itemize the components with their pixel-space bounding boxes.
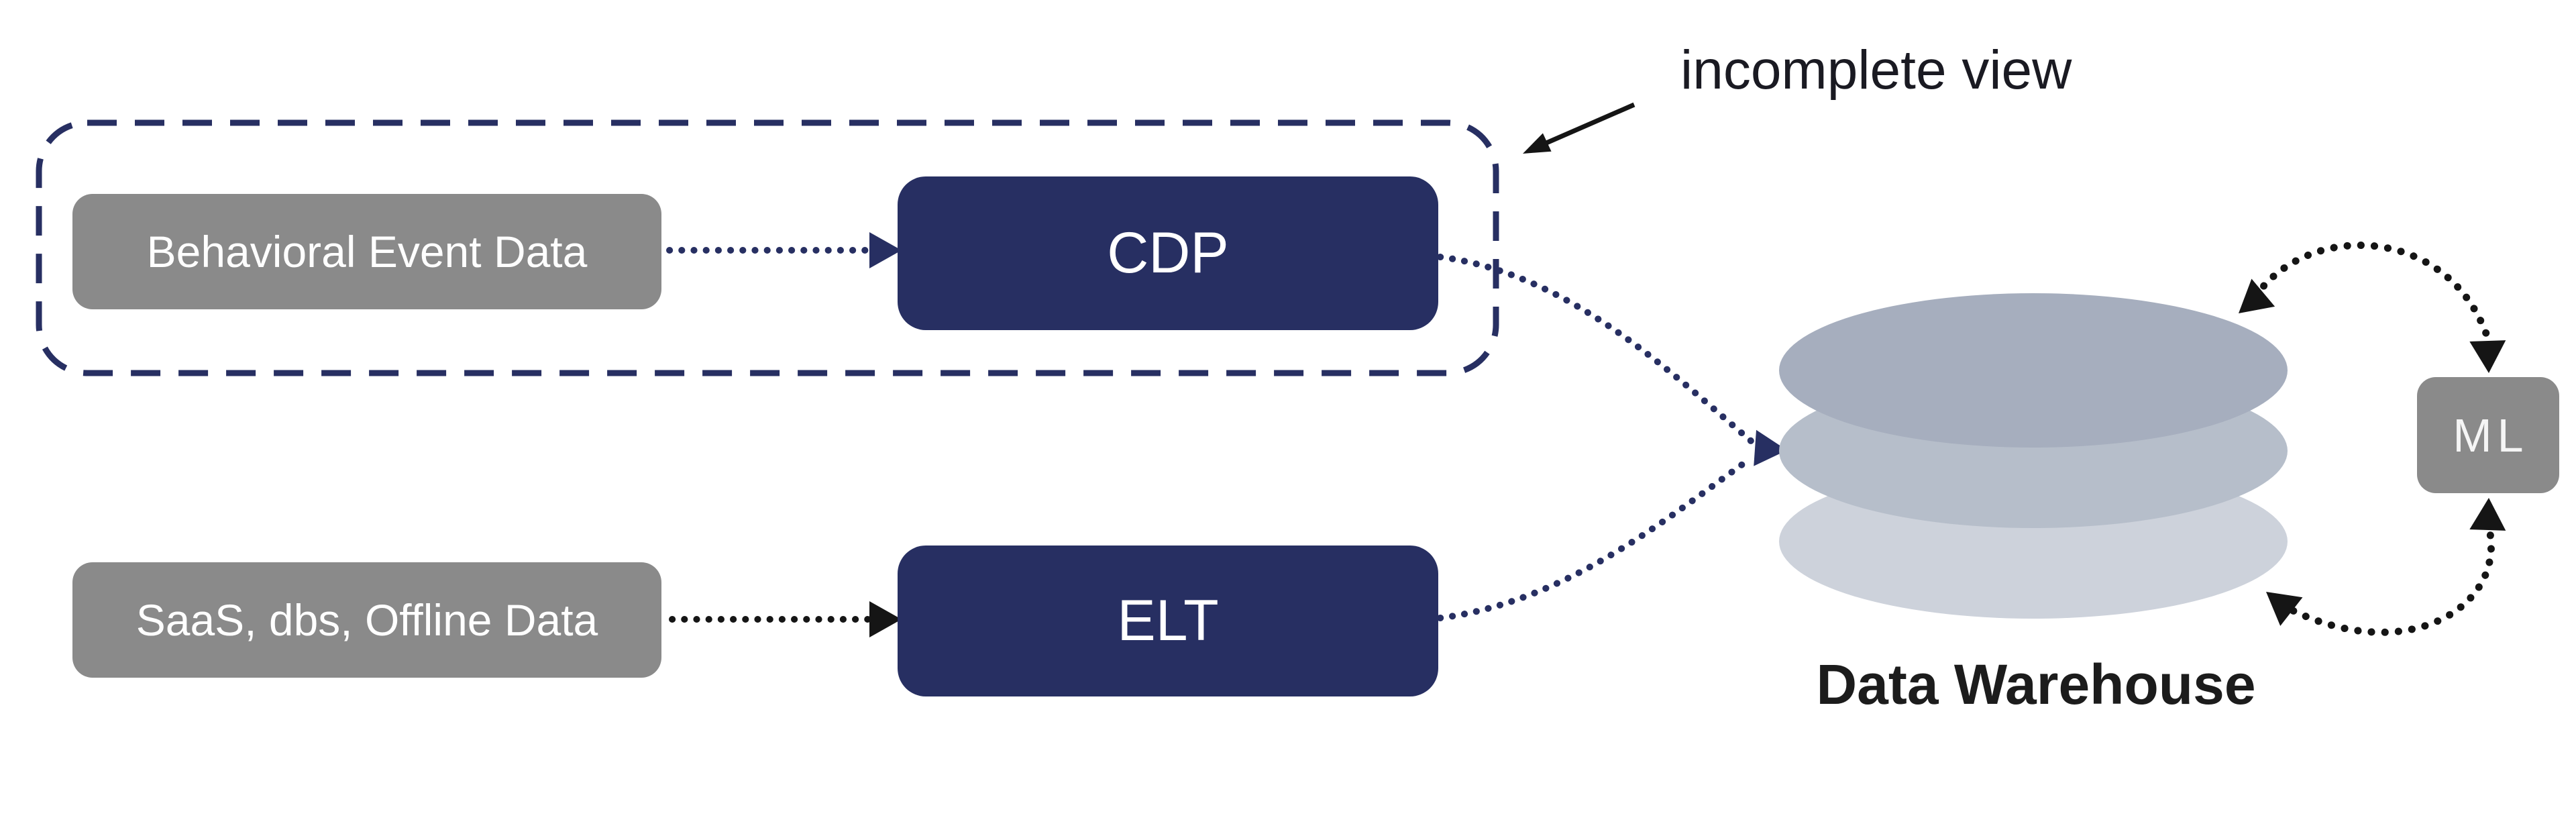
incomplete-view-label: incomplete view [1680, 40, 2072, 101]
arrowhead-into-warehouse-icon [1754, 429, 1787, 466]
annotation-arrowhead-icon [1523, 133, 1552, 154]
saas-dbs-offline-data-node: SaaS, dbs, Offline Data [72, 562, 661, 678]
edge-cdp-to-warehouse [1437, 254, 1754, 444]
cdp-node: CDP [898, 176, 1438, 330]
warehouse-disk-top [1779, 293, 2288, 448]
data-warehouse-label: Data Warehouse [1816, 653, 2256, 716]
arrowhead-into-warehouse-bottom-icon [2266, 592, 2303, 626]
annotation-arrow-line [1539, 102, 1635, 148]
arrowhead-into-elt-icon [869, 601, 902, 637]
arrowhead-into-cdp-icon [869, 232, 902, 268]
edge-warehouse-ml-top-arc [2251, 242, 2490, 338]
arrowhead-into-ml-bottom-icon [2469, 498, 2506, 531]
arrowhead-into-warehouse-top-icon [2239, 278, 2275, 313]
behavioral-event-data-node: Behavioral Event Data [72, 194, 661, 309]
ml-node: ML [2417, 377, 2559, 493]
edge-warehouse-ml-bottom-arc [2281, 518, 2495, 636]
arrowhead-into-ml-top-icon [2469, 340, 2506, 373]
edge-elt-to-warehouse [1437, 455, 1754, 621]
dashed-boundary [36, 119, 1499, 376]
elt-node: ELT [898, 546, 1438, 696]
